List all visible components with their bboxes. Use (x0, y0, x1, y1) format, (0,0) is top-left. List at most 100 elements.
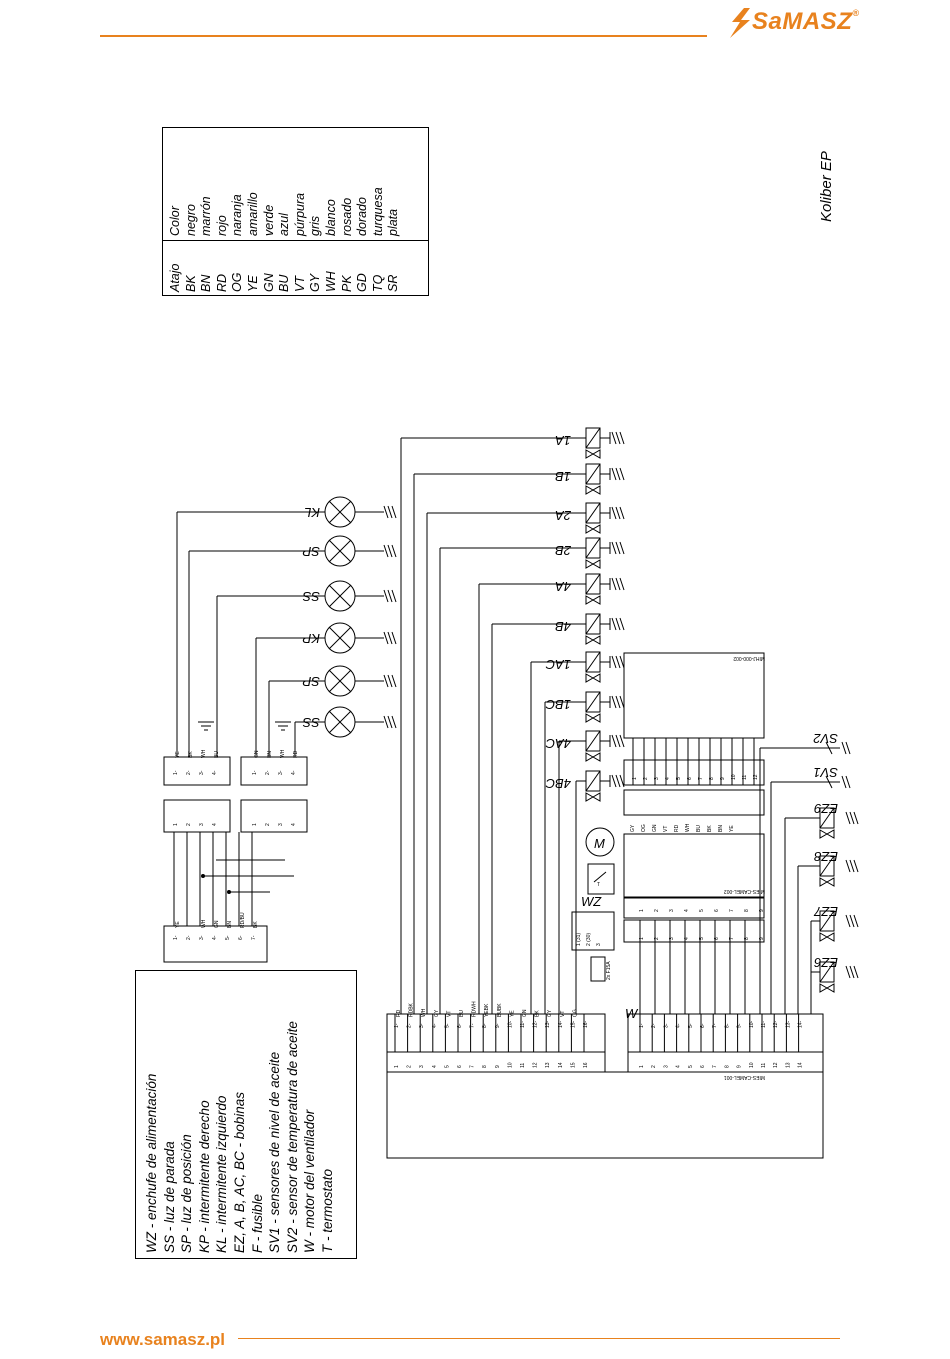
pin-number: 13- (785, 1020, 791, 1028)
pin-number: 4 (676, 1065, 682, 1068)
pin-number: 8 (709, 777, 715, 780)
lamp-label: SP (302, 544, 320, 559)
pin-number: 16- (583, 1020, 589, 1028)
wire-code: BK (253, 921, 259, 928)
pin-number: 7 (698, 777, 704, 780)
pin-number: 10 (749, 1062, 755, 1068)
footer-rule (238, 1338, 840, 1339)
pin-number: 5 (676, 777, 682, 780)
pin-number: 3 (654, 777, 660, 780)
wire-code: YE (175, 921, 181, 928)
wire-code: RDBK (409, 1002, 415, 1017)
wire-code: BK (188, 751, 194, 758)
pin-number: 1- (173, 935, 179, 940)
pin-number: 8- (482, 1023, 488, 1028)
wire-code: GN (254, 750, 260, 758)
pin-number: 15- (570, 1020, 576, 1028)
pin-number: 4 (432, 1065, 438, 1068)
wire-code: GY (630, 824, 636, 832)
wire-code: GN (522, 1009, 528, 1017)
pin-number: 3 (419, 1065, 425, 1068)
pin-number: 12 (773, 1062, 779, 1068)
pin-number: 9- (495, 1023, 501, 1028)
wire-code: RD (674, 824, 680, 832)
pin-number: 7- (251, 935, 257, 940)
pin-number: 12- (533, 1020, 539, 1028)
pin-number: 2 (30) (586, 933, 592, 946)
pin-number: 3- (199, 935, 205, 940)
right-valve-label: EZ7 (813, 904, 838, 919)
pin-number: 11- (761, 1021, 767, 1028)
right-valve-label: SV2 (813, 731, 838, 746)
wire-code: GN (214, 920, 220, 928)
pin-number: 11 (520, 1063, 526, 1068)
pin-number: 7 (470, 1065, 476, 1068)
pin-number: 6- (238, 935, 244, 940)
pin-number: 1 (639, 1065, 645, 1068)
pin-number: 1 (31) (576, 933, 582, 946)
pin-number: 7- (712, 1023, 718, 1028)
pin-number: 4 (684, 909, 690, 912)
wire-code: BUBK (497, 1003, 503, 1017)
wire-code: WH (201, 749, 207, 758)
wire-code: BU (696, 825, 702, 832)
pin-number: 14- (558, 1020, 564, 1028)
pin-number: 13 (545, 1062, 551, 1068)
valve-label: 1AC (545, 657, 571, 672)
lamp-label: KP (302, 631, 320, 646)
pin-number: 9- (737, 1023, 743, 1028)
pin-number: 2 (407, 1065, 413, 1068)
pin-number: 15 (570, 1062, 576, 1068)
pin-number: 12 (753, 774, 759, 780)
pin-number: 3 (669, 909, 675, 912)
pin-number: 12- (773, 1020, 779, 1028)
pin-number: 3- (419, 1023, 425, 1028)
pin-number: 5 (444, 1065, 450, 1068)
pin-number: 1- (394, 1023, 400, 1028)
wire-code: RD (293, 750, 299, 758)
right-valve-label: SV1 (813, 765, 838, 780)
lamp-label: KL (304, 505, 320, 520)
wire-code: WH (280, 749, 286, 758)
mid-module-label: MIES-CAMEL-002 (724, 888, 765, 894)
pin-number: 1 (639, 909, 645, 912)
pin-number: 13- (545, 1020, 551, 1028)
pin-number: 4- (432, 1023, 438, 1028)
footer-url[interactable]: www.samasz.pl (100, 1330, 226, 1349)
wire-code: WH (685, 823, 691, 832)
thermostat-label: T (597, 882, 600, 888)
top-module-label: MIHJ-000-002 (733, 655, 765, 661)
wire-code: VT (446, 1011, 452, 1017)
pin-number: 3 (199, 823, 205, 826)
pin-number: 6- (457, 1023, 463, 1028)
valve-label: 1A (555, 433, 571, 448)
wire-code: WH (421, 1008, 427, 1017)
lamp-label: SP (302, 674, 320, 689)
pin-number: 16 (583, 1062, 589, 1068)
motor-icon (585, 827, 615, 857)
pin-number: 6- (700, 1023, 706, 1028)
pin-number: 3 (278, 823, 284, 826)
valve-label: 4B (555, 619, 571, 634)
pin-number: 1 (632, 777, 638, 780)
pin-number: 10 (731, 774, 737, 780)
pin-number: 2 (643, 777, 649, 780)
pin-number: 1 (394, 1065, 400, 1068)
pin-number: 1- (173, 770, 179, 775)
valve-label: 4A (555, 579, 571, 594)
pin-number: 4- (212, 935, 218, 940)
wire-code: OG (572, 1009, 578, 1017)
pin-number: 7 (712, 1065, 718, 1068)
pin-number: 3- (278, 770, 284, 775)
pin-number: 3 (596, 943, 602, 946)
pin-number: 5- (225, 935, 231, 940)
pin-number: 9 (720, 777, 726, 780)
fuse-label: 2x F15A (606, 961, 612, 980)
pin-number: 8 (744, 909, 750, 912)
wire-code: YE (509, 1010, 515, 1017)
wire-code: BK (707, 825, 713, 832)
pin-number: 2- (407, 1023, 413, 1028)
pin-number: 4 (684, 937, 690, 940)
pin-number: 10- (749, 1020, 755, 1028)
